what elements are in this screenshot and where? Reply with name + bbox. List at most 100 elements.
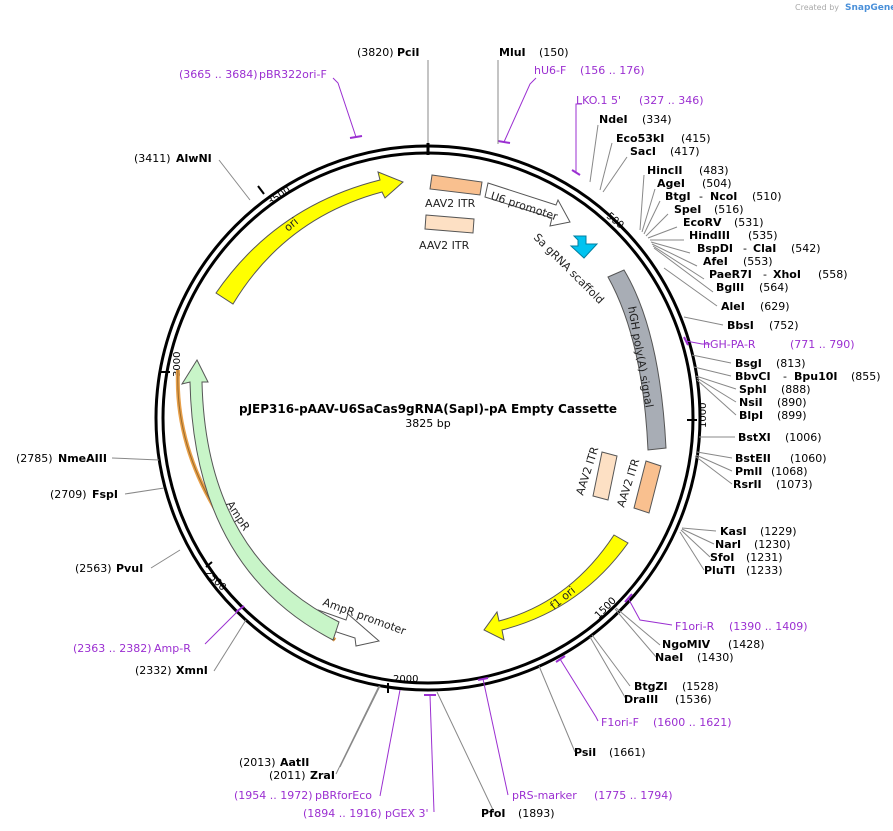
feature-ampr[interactable]	[180, 358, 340, 641]
site-nsiI[interactable]: NsiI	[739, 396, 763, 409]
site-pos-afeI: (553)	[743, 255, 773, 268]
site-pos-kasI: (1229)	[760, 525, 797, 538]
site-pos-ndeI: (334)	[642, 113, 672, 126]
primer-F1ori-F[interactable]: F1ori-F	[601, 716, 639, 729]
primer-range-hU6-F: (156 .. 176)	[580, 64, 645, 77]
site-pos-eco53kI: (415)	[681, 132, 711, 145]
site-xmnI[interactable]: XmnI	[176, 664, 208, 677]
site-pos-hindIII: (535)	[748, 229, 778, 242]
site-pos-btgI: (510)	[752, 190, 782, 203]
site-ngoMIV[interactable]: NgoMIV	[662, 638, 711, 651]
site-paeR7I[interactable]: PaeR7I	[709, 268, 752, 281]
site-sacI[interactable]: SacI	[630, 145, 656, 158]
site-btgZI[interactable]: BtgZI	[634, 680, 668, 693]
site-narI[interactable]: NarI	[715, 538, 741, 551]
feature-aav2-itr-1[interactable]	[429, 174, 483, 196]
site-bspDI[interactable]: BspDI	[697, 242, 733, 255]
site-ncoI[interactable]: NcoI	[710, 190, 737, 203]
site-bstEII[interactable]: BstEII	[735, 452, 771, 465]
primer-range-Amp-R: (2363 .. 2382)	[73, 642, 152, 655]
site-nmeAIII[interactable]: NmeAIII	[58, 452, 107, 465]
site-pos-sacI: (417)	[670, 145, 700, 158]
primer-range-pBRforEco: (1954 .. 1972)	[234, 789, 313, 802]
site-pos-nmeAIII: (2785)	[16, 452, 53, 465]
feature-ori[interactable]	[215, 171, 404, 305]
site-pos-blpI: (899)	[777, 409, 807, 422]
site-pos-bglII: (564)	[759, 281, 789, 294]
primers: hU6-F (156 .. 176) LKO.1 5' (327 .. 346)…	[73, 64, 855, 820]
site-afeI[interactable]: AfeI	[703, 255, 728, 268]
site-aatII[interactable]: AatII	[280, 756, 309, 769]
site-pos-draIII: (1536)	[675, 693, 712, 706]
site-claI[interactable]: ClaI	[753, 242, 776, 255]
site-pos-hincII: (483)	[699, 164, 729, 177]
site-pos-paeR7I: (558)	[818, 268, 848, 281]
site-bbvCI[interactable]: BbvCI	[735, 370, 771, 383]
site-pciI[interactable]: PciI	[397, 46, 419, 59]
site-rsrII[interactable]: RsrII	[733, 478, 762, 491]
site-sphI[interactable]: SphI	[739, 383, 767, 396]
primer-Amp-R[interactable]: Amp-R	[154, 642, 191, 655]
site-ecoRV[interactable]: EcoRV	[683, 216, 722, 229]
primer-pBR322ori-F[interactable]: pBR322ori-F	[259, 68, 327, 81]
site-pmlI[interactable]: PmlI	[735, 465, 762, 478]
site-bglII[interactable]: BglII	[716, 281, 744, 294]
site-naeI[interactable]: NaeI	[655, 651, 683, 664]
site-bstXI[interactable]: BstXI	[738, 431, 771, 444]
site-pvuI[interactable]: PvuI	[116, 562, 143, 575]
primer-LKO1-5[interactable]: LKO.1 5'	[576, 94, 621, 107]
feature-sa-gRNA-scaffold[interactable]	[569, 235, 599, 259]
site-ndeI[interactable]: NdeI	[599, 113, 628, 126]
site-pos-psiI: (1661)	[609, 746, 646, 759]
plasmid-name: pJEP316-pAAV-U6SaCas9gRNA(SapI)-pA Empty…	[239, 402, 617, 416]
site-bbsI[interactable]: BbsI	[727, 319, 754, 332]
feature-u6-promoter[interactable]	[484, 182, 571, 227]
site-hindIII[interactable]: HindIII	[689, 229, 730, 242]
site-fspI[interactable]: FspI	[92, 488, 118, 501]
feature-f1-ori[interactable]	[483, 534, 629, 641]
site-psiI[interactable]: PsiI	[574, 746, 596, 759]
site-dash-bspDI: -	[743, 242, 747, 255]
site-pos-bstXI: (1006)	[785, 431, 822, 444]
site-bsgI[interactable]: BsgI	[735, 357, 762, 370]
tick-label-1000: 1000	[698, 403, 709, 428]
feature-aav2-itr-3[interactable]	[592, 451, 618, 501]
site-pos-btgZI: (1528)	[682, 680, 719, 693]
site-bpu10I[interactable]: Bpu10I	[794, 370, 838, 383]
site-mluI[interactable]: MluI	[499, 46, 526, 59]
feature-hgh-polya[interactable]	[607, 269, 667, 451]
site-hincII[interactable]: HincII	[647, 164, 683, 177]
site-kasI[interactable]: KasI	[720, 525, 747, 538]
feature-aav2-itr-4[interactable]	[633, 460, 662, 514]
site-zraI[interactable]: ZraI	[310, 769, 335, 782]
site-blpI[interactable]: BlpI	[739, 409, 763, 422]
site-pos-speI: (516)	[714, 203, 744, 216]
feature-aav2-itr-2[interactable]	[424, 214, 475, 234]
site-btgI[interactable]: BtgI	[665, 190, 691, 203]
primer-hGH-PA-R[interactable]: hGH-PA-R	[703, 338, 756, 351]
primer-pGEX-3[interactable]: pGEX 3'	[385, 807, 429, 820]
primer-pRS-marker[interactable]: pRS-marker	[512, 789, 577, 802]
site-eco53kI[interactable]: Eco53kI	[616, 132, 664, 145]
site-aleI[interactable]: AleI	[721, 300, 745, 313]
site-alwNI[interactable]: AlwNI	[176, 152, 212, 165]
site-pluTI[interactable]: PluTI	[704, 564, 735, 577]
site-pfoI[interactable]: PfoI	[481, 807, 506, 820]
tick-marks	[160, 143, 697, 693]
site-dash-paeR7I: -	[763, 268, 767, 281]
site-draIII[interactable]: DraIII	[624, 693, 658, 706]
site-pos-bbsI: (752)	[769, 319, 799, 332]
site-pos-narI: (1230)	[754, 538, 791, 551]
site-ageI[interactable]: AgeI	[657, 177, 685, 190]
primer-hU6-F[interactable]: hU6-F	[534, 64, 566, 77]
primer-F1ori-R[interactable]: F1ori-R	[675, 620, 715, 633]
site-pos-pmlI: (1068)	[771, 465, 808, 478]
site-dash-bbvCI: -	[783, 370, 787, 383]
primer-leader-lines	[204, 77, 710, 813]
site-xhoI[interactable]: XhoI	[773, 268, 801, 281]
site-speI[interactable]: SpeI	[674, 203, 701, 216]
site-pos-alwNI: (3411)	[134, 152, 171, 165]
feature-label-sa-gRNA-scaffold: Sa gRNA scaffold	[531, 231, 607, 307]
primer-pBRforEco[interactable]: pBRforEco	[315, 789, 372, 802]
site-sfoI[interactable]: SfoI	[710, 551, 734, 564]
